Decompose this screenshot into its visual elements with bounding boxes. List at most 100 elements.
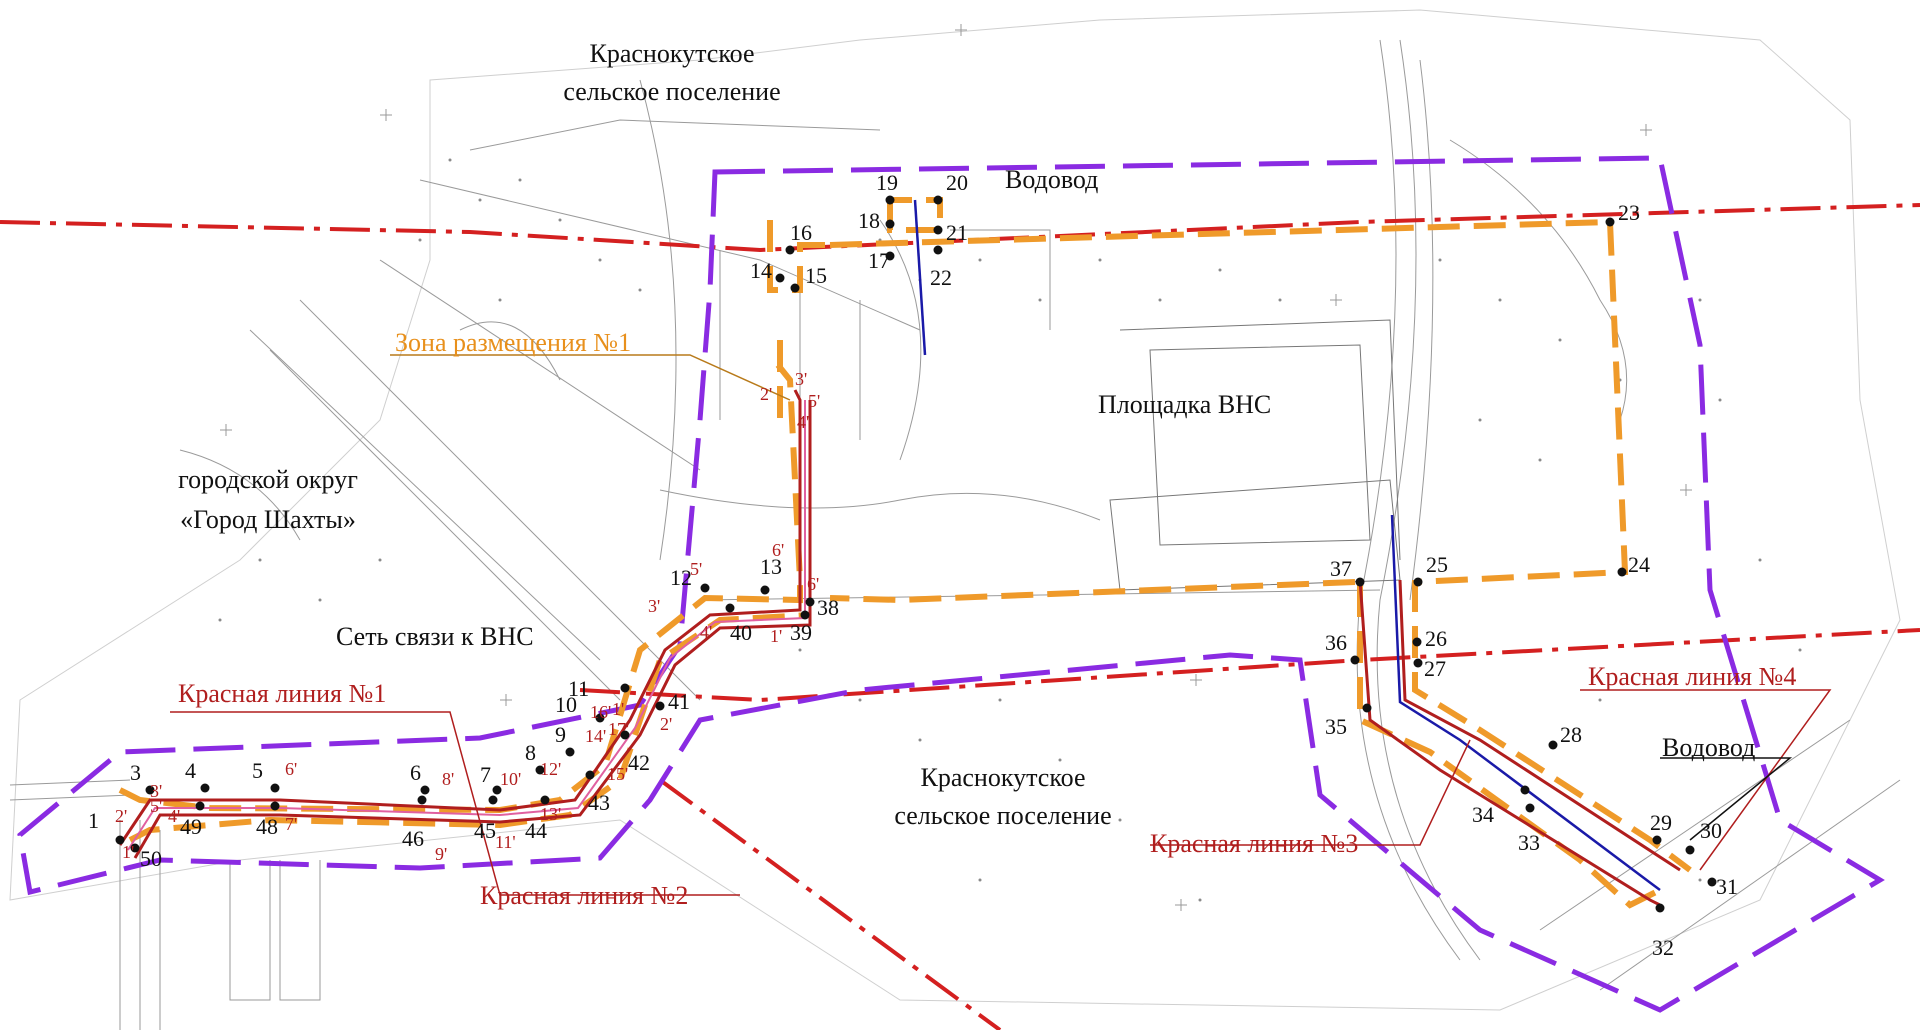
- point-label-46: 46: [402, 826, 424, 851]
- grid-crosses: [220, 24, 1692, 911]
- point-dot-38: [805, 597, 815, 607]
- point-label-19: 19: [876, 170, 898, 195]
- red-point-label: 11': [495, 832, 516, 852]
- point-dot-50: [130, 843, 140, 853]
- point-label-40: 40: [730, 620, 752, 645]
- point-dot-3: [145, 785, 155, 795]
- point-dot-21: [933, 225, 943, 235]
- point-label-42: 42: [628, 750, 650, 775]
- point-dot-39: [800, 610, 810, 620]
- point-label-8: 8: [525, 740, 536, 765]
- label-comm-network: Сеть связи к ВНС: [336, 622, 534, 651]
- point-label-33: 33: [1518, 830, 1540, 855]
- point-label-26: 26: [1425, 626, 1447, 651]
- red-point-label: 1': [612, 699, 624, 719]
- water-pipelines: [913, 199, 1661, 891]
- red-lines: [118, 389, 1681, 907]
- red-point-label: 6': [807, 574, 819, 594]
- point-label-30: 30: [1700, 818, 1722, 843]
- point-label-10: 10: [555, 692, 577, 717]
- point-dot-33: [1525, 803, 1535, 813]
- point-dot-46: [417, 795, 427, 805]
- point-label-50: 50: [140, 846, 162, 871]
- point-label-17: 17: [868, 248, 890, 273]
- red-point-label: 1': [770, 626, 782, 646]
- point-label-43: 43: [588, 790, 610, 815]
- point-dot-42: [620, 730, 630, 740]
- label-red-line-1: Красная линия №1: [178, 679, 386, 708]
- point-label-11: 11: [568, 676, 589, 701]
- label-red-line-4: Красная линия №4: [1588, 662, 1796, 691]
- point-dot-9: [565, 747, 575, 757]
- point-label-23: 23: [1618, 200, 1640, 225]
- point-dot-18: [885, 219, 895, 229]
- red-point-label: 2': [115, 806, 127, 826]
- point-dot-17: [885, 251, 895, 261]
- red-point-label: 13': [540, 804, 561, 824]
- point-label-38: 38: [817, 595, 839, 620]
- label-krasnokut-north-2: сельское поселение: [563, 77, 780, 106]
- point-label-20: 20: [946, 170, 968, 195]
- red-point-label: 2': [760, 384, 772, 404]
- basemap-dots: [218, 158, 1802, 902]
- label-water-north: Водовод: [1005, 165, 1098, 194]
- red-point-label: 14': [585, 726, 606, 746]
- point-dot-22: [933, 245, 943, 255]
- point-dot-29: [1652, 835, 1662, 845]
- point-label-15: 15: [805, 263, 827, 288]
- point-label-1: 1: [88, 808, 99, 833]
- point-label-37: 37: [1330, 556, 1352, 581]
- label-water-east: Водовод: [1662, 733, 1755, 762]
- point-dot-10: [595, 713, 605, 723]
- red-point-label: 4': [168, 806, 180, 826]
- point-dot-48: [270, 801, 280, 811]
- point-label-25: 25: [1426, 552, 1448, 577]
- point-label-28: 28: [1560, 722, 1582, 747]
- point-label-21: 21: [946, 220, 968, 245]
- red-point-label: 4': [700, 622, 712, 642]
- red-point-label: 7': [285, 814, 297, 834]
- point-dot-34: [1520, 785, 1530, 795]
- point-label-6: 6: [410, 760, 421, 785]
- red-point-label: 3': [795, 369, 807, 389]
- point-label-16: 16: [790, 220, 812, 245]
- red-point-label: 5': [150, 796, 162, 816]
- point-dot-26: [1412, 637, 1422, 647]
- point-dot-32: [1655, 903, 1665, 913]
- point-dot-8: [535, 765, 545, 775]
- point-dot-20: [933, 195, 943, 205]
- label-red-line-3: Красная линия №3: [1150, 829, 1358, 858]
- point-label-27: 27: [1424, 656, 1446, 681]
- pink-corridor: [127, 400, 806, 851]
- point-dot-5: [270, 783, 280, 793]
- red-point-label: 4': [797, 412, 809, 432]
- point-dot-30: [1685, 845, 1695, 855]
- point-dot-41: [655, 701, 665, 711]
- point-dot-44: [540, 795, 550, 805]
- red-point-label: 5': [690, 559, 702, 579]
- point-dot-31: [1707, 877, 1717, 887]
- point-label-29: 29: [1650, 810, 1672, 835]
- label-vns-site: Площадка ВНС: [1098, 390, 1271, 419]
- municipal-boundary: [0, 203, 1920, 1030]
- red-point-label: 5': [808, 391, 820, 411]
- point-dot-4: [200, 783, 210, 793]
- point-label-4: 4: [185, 758, 196, 783]
- point-label-5: 5: [252, 758, 263, 783]
- label-krasnokut-south-2: сельское поселение: [894, 801, 1111, 830]
- point-label-36: 36: [1325, 630, 1347, 655]
- point-dot-1: [115, 835, 125, 845]
- leader-lines: [170, 354, 1832, 896]
- point-dot-12: [700, 583, 710, 593]
- point-dot-28: [1548, 740, 1558, 750]
- point-dot-45: [488, 795, 498, 805]
- point-dot-36: [1350, 655, 1360, 665]
- point-label-22: 22: [930, 265, 952, 290]
- point-label-9: 9: [555, 722, 566, 747]
- point-label-7: 7: [480, 762, 491, 787]
- red-point-label: 17': [608, 719, 629, 739]
- point-label-41: 41: [668, 689, 690, 714]
- red-line-points: 1'2'3'4'5'6'7'8'9'10'11'12'13'14'15'16'1…: [115, 369, 820, 864]
- map-labels: Краснокутское сельское поселение Водовод…: [178, 39, 1796, 910]
